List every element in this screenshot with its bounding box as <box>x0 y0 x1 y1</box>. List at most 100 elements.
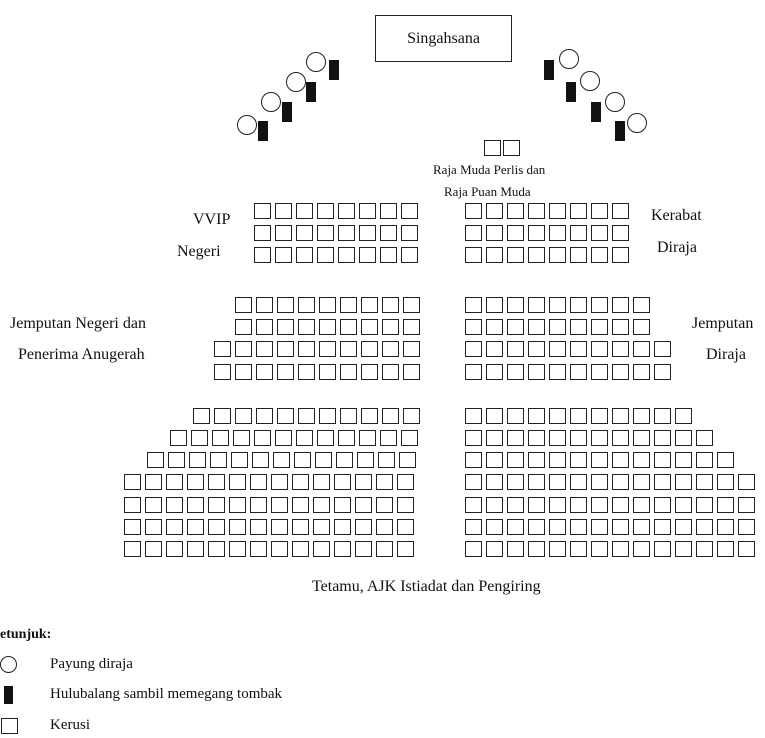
royal-seats-label-line2: Raja Puan Muda <box>444 184 531 199</box>
chair-guest <box>189 452 206 468</box>
chair-guest <box>549 497 566 513</box>
chair-guest <box>654 408 671 424</box>
chair-jemputan-negeri <box>214 364 231 380</box>
chair-guest <box>229 474 246 490</box>
chair-jemputan-diraja <box>570 297 587 313</box>
chair-guest <box>570 519 587 535</box>
chair-guest <box>355 474 372 490</box>
chair-guest <box>208 541 225 557</box>
chair-guest <box>403 408 420 424</box>
chair-guest <box>214 408 231 424</box>
chair-guest <box>355 519 372 535</box>
chair-jemputan-negeri <box>382 364 399 380</box>
chair-guest <box>273 452 290 468</box>
chair-jemputan-negeri <box>256 364 273 380</box>
chair-guest <box>355 541 372 557</box>
chair-guest <box>212 430 229 446</box>
chair-kerabat <box>486 203 503 219</box>
chair-vvip <box>296 203 313 219</box>
penerima-anugerah-label: Penerima Anugerah <box>18 346 145 363</box>
chair-guest <box>465 430 482 446</box>
chair-jemputan-negeri <box>361 297 378 313</box>
chair-jemputan-negeri <box>319 297 336 313</box>
chair-kerabat <box>486 225 503 241</box>
chair-guest <box>465 474 482 490</box>
chair-jemputan-diraja <box>591 297 608 313</box>
chair-guest <box>397 519 414 535</box>
chair-jemputan-diraja <box>528 319 545 335</box>
chair-guest <box>376 541 393 557</box>
chair-jemputan-diraja <box>633 341 650 357</box>
chair-guest <box>633 408 650 424</box>
chair-guest <box>397 497 414 513</box>
chair-guest <box>654 452 671 468</box>
chair-guest <box>397 474 414 490</box>
chair-guest <box>256 408 273 424</box>
chair-jemputan-diraja <box>465 364 482 380</box>
throne-box: Singahsana <box>375 15 512 62</box>
chair-vvip <box>359 225 376 241</box>
chair-guest <box>271 497 288 513</box>
chair-guest <box>612 474 629 490</box>
chair-vvip <box>338 247 355 263</box>
chair-jemputan-negeri <box>403 319 420 335</box>
chair-guest <box>187 474 204 490</box>
chair-jemputan-negeri <box>277 297 294 313</box>
chair-guest <box>486 474 503 490</box>
chair-jemputan-diraja <box>549 364 566 380</box>
chair-guest <box>376 474 393 490</box>
chair-guest <box>465 408 482 424</box>
chair-vvip <box>338 203 355 219</box>
jemputan-diraja-label-line2: Diraja <box>706 346 746 363</box>
chair-jemputan-diraja <box>654 341 671 357</box>
chair-jemputan-negeri <box>340 341 357 357</box>
guard-icon <box>282 102 292 122</box>
chair-guest <box>486 408 503 424</box>
chair-guest <box>675 519 692 535</box>
chair-guest <box>675 408 692 424</box>
chair-guest <box>612 497 629 513</box>
chair-jemputan-negeri <box>403 364 420 380</box>
chair-guest <box>313 541 330 557</box>
chair-guest <box>378 452 395 468</box>
chair-jemputan-diraja <box>465 319 482 335</box>
chair-jemputan-negeri <box>235 297 252 313</box>
chair-guest <box>633 474 650 490</box>
chair-guest <box>654 430 671 446</box>
chair-vvip <box>338 225 355 241</box>
chair-guest <box>250 541 267 557</box>
chair-jemputan-diraja <box>528 341 545 357</box>
chair-guest <box>528 541 545 557</box>
chair-jemputan-diraja <box>549 319 566 335</box>
chair-guest <box>465 452 482 468</box>
chair-kerabat <box>465 203 482 219</box>
chair-jemputan-negeri <box>319 319 336 335</box>
guard-icon <box>258 121 268 141</box>
chair-guest <box>235 408 252 424</box>
chair-jemputan-diraja <box>486 341 503 357</box>
chair-guest <box>252 452 269 468</box>
chair-vvip <box>359 247 376 263</box>
chair-vvip <box>275 247 292 263</box>
chair-kerabat <box>591 203 608 219</box>
chair-kerabat <box>528 203 545 219</box>
chair-guest <box>486 430 503 446</box>
chair-guest <box>633 430 650 446</box>
chair-guest <box>507 430 524 446</box>
chair-kerabat <box>612 225 629 241</box>
chair-guest <box>210 452 227 468</box>
chair-kerabat <box>465 247 482 263</box>
chair-guest <box>187 541 204 557</box>
chair-jemputan-negeri <box>256 319 273 335</box>
chair-kerabat <box>570 247 587 263</box>
chair-guest <box>591 408 608 424</box>
chair-jemputan-diraja <box>486 297 503 313</box>
chair-guest <box>124 519 141 535</box>
chair-guest <box>170 430 187 446</box>
chair-guest <box>338 430 355 446</box>
chair-guest <box>271 474 288 490</box>
chair-guest <box>208 497 225 513</box>
chair-guest <box>166 541 183 557</box>
chair-jemputan-diraja <box>591 364 608 380</box>
chair-jemputan-negeri <box>298 341 315 357</box>
